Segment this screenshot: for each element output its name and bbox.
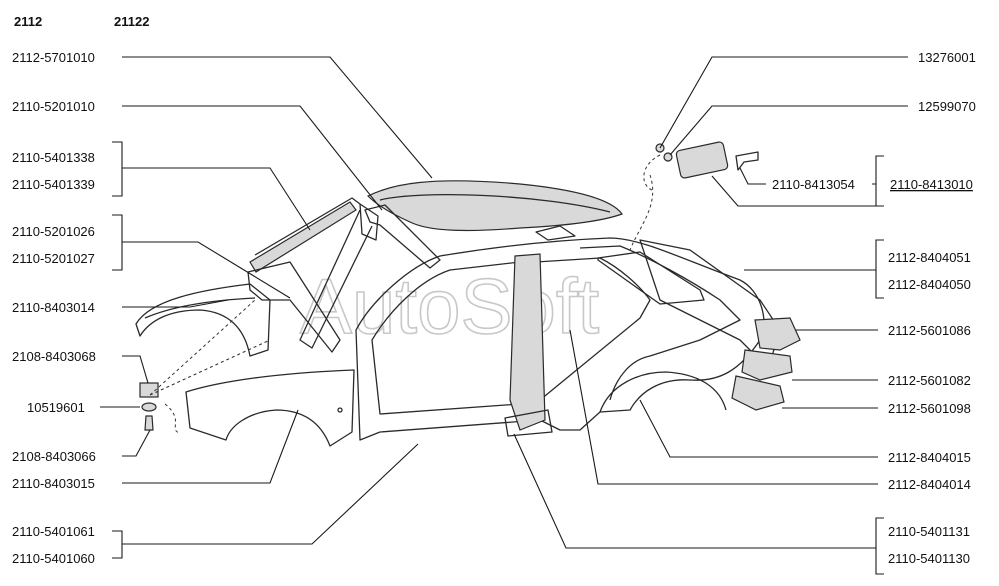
clip-10519601	[141, 402, 157, 412]
left-labels: 2112-5701010 2110-5201010 2110-5401338 2…	[12, 50, 96, 566]
a-pillar-reinforcement	[249, 201, 357, 273]
windshield-lower-panel	[247, 261, 341, 353]
label-right-11: 2112-8404014	[888, 477, 971, 492]
label-left-9: 10519601	[27, 400, 85, 415]
label-left-8: 2108-8403068	[12, 349, 96, 364]
label-left-3: 2110-5401338	[12, 150, 95, 165]
label-left-5: 2110-5201026	[12, 224, 95, 239]
b-pillar	[509, 253, 546, 431]
label-right-13: 2110-5401130	[888, 551, 970, 566]
windshield-frame	[364, 204, 441, 269]
label-left-11: 2110-8403015	[12, 476, 95, 491]
label-left-1: 2112-5701010	[12, 50, 95, 65]
header-model-21122: 21122	[114, 14, 149, 29]
label-left-6: 2110-5201027	[12, 251, 95, 266]
right-labels: 13276001 12599070 2110-8413054 2110-8413…	[772, 50, 976, 566]
rear-panel-lower	[731, 375, 785, 411]
label-right-2: 12599070	[918, 99, 976, 114]
body-side-frame	[355, 237, 765, 441]
label-left-10: 2108-8403066	[12, 449, 96, 464]
label-right-6: 2112-8404050	[888, 277, 971, 292]
label-right-7: 2112-5601086	[888, 323, 971, 338]
label-right-10: 2112-8404015	[888, 450, 971, 465]
header-model-2112: 2112	[14, 14, 42, 29]
label-right-4: 2110-8413010	[890, 177, 973, 192]
label-left-4: 2110-5401339	[12, 177, 95, 192]
fuel-filler-door	[675, 141, 729, 179]
label-left-12: 2110-5401061	[12, 524, 95, 539]
label-right-12: 2110-5401131	[888, 524, 970, 539]
fender-bracket	[139, 382, 159, 398]
leader-lines	[100, 56, 908, 575]
front-fender	[135, 283, 271, 357]
label-left-2: 2110-5201010	[12, 99, 95, 114]
front-side-panel	[185, 369, 355, 447]
label-right-3: 2110-8413054	[772, 177, 855, 192]
screw-2108-8403066	[144, 415, 154, 431]
car-body-illustration	[135, 141, 801, 447]
label-right-8: 2112-5601082	[888, 373, 971, 388]
label-right-9: 2112-5601098	[888, 401, 971, 416]
rear-window-frame	[597, 251, 705, 305]
label-left-7: 2110-8403014	[12, 300, 95, 315]
label-left-13: 2110-5401060	[12, 551, 95, 566]
roof-panel	[366, 180, 623, 232]
watermark: AutoSoft	[300, 262, 600, 350]
fuel-door-hinge	[735, 151, 759, 171]
rear-panel-outer	[754, 317, 801, 351]
label-right-5: 2112-8404051	[888, 250, 971, 265]
rear-panel-inner	[741, 349, 793, 381]
label-right-1: 13276001	[918, 50, 976, 65]
